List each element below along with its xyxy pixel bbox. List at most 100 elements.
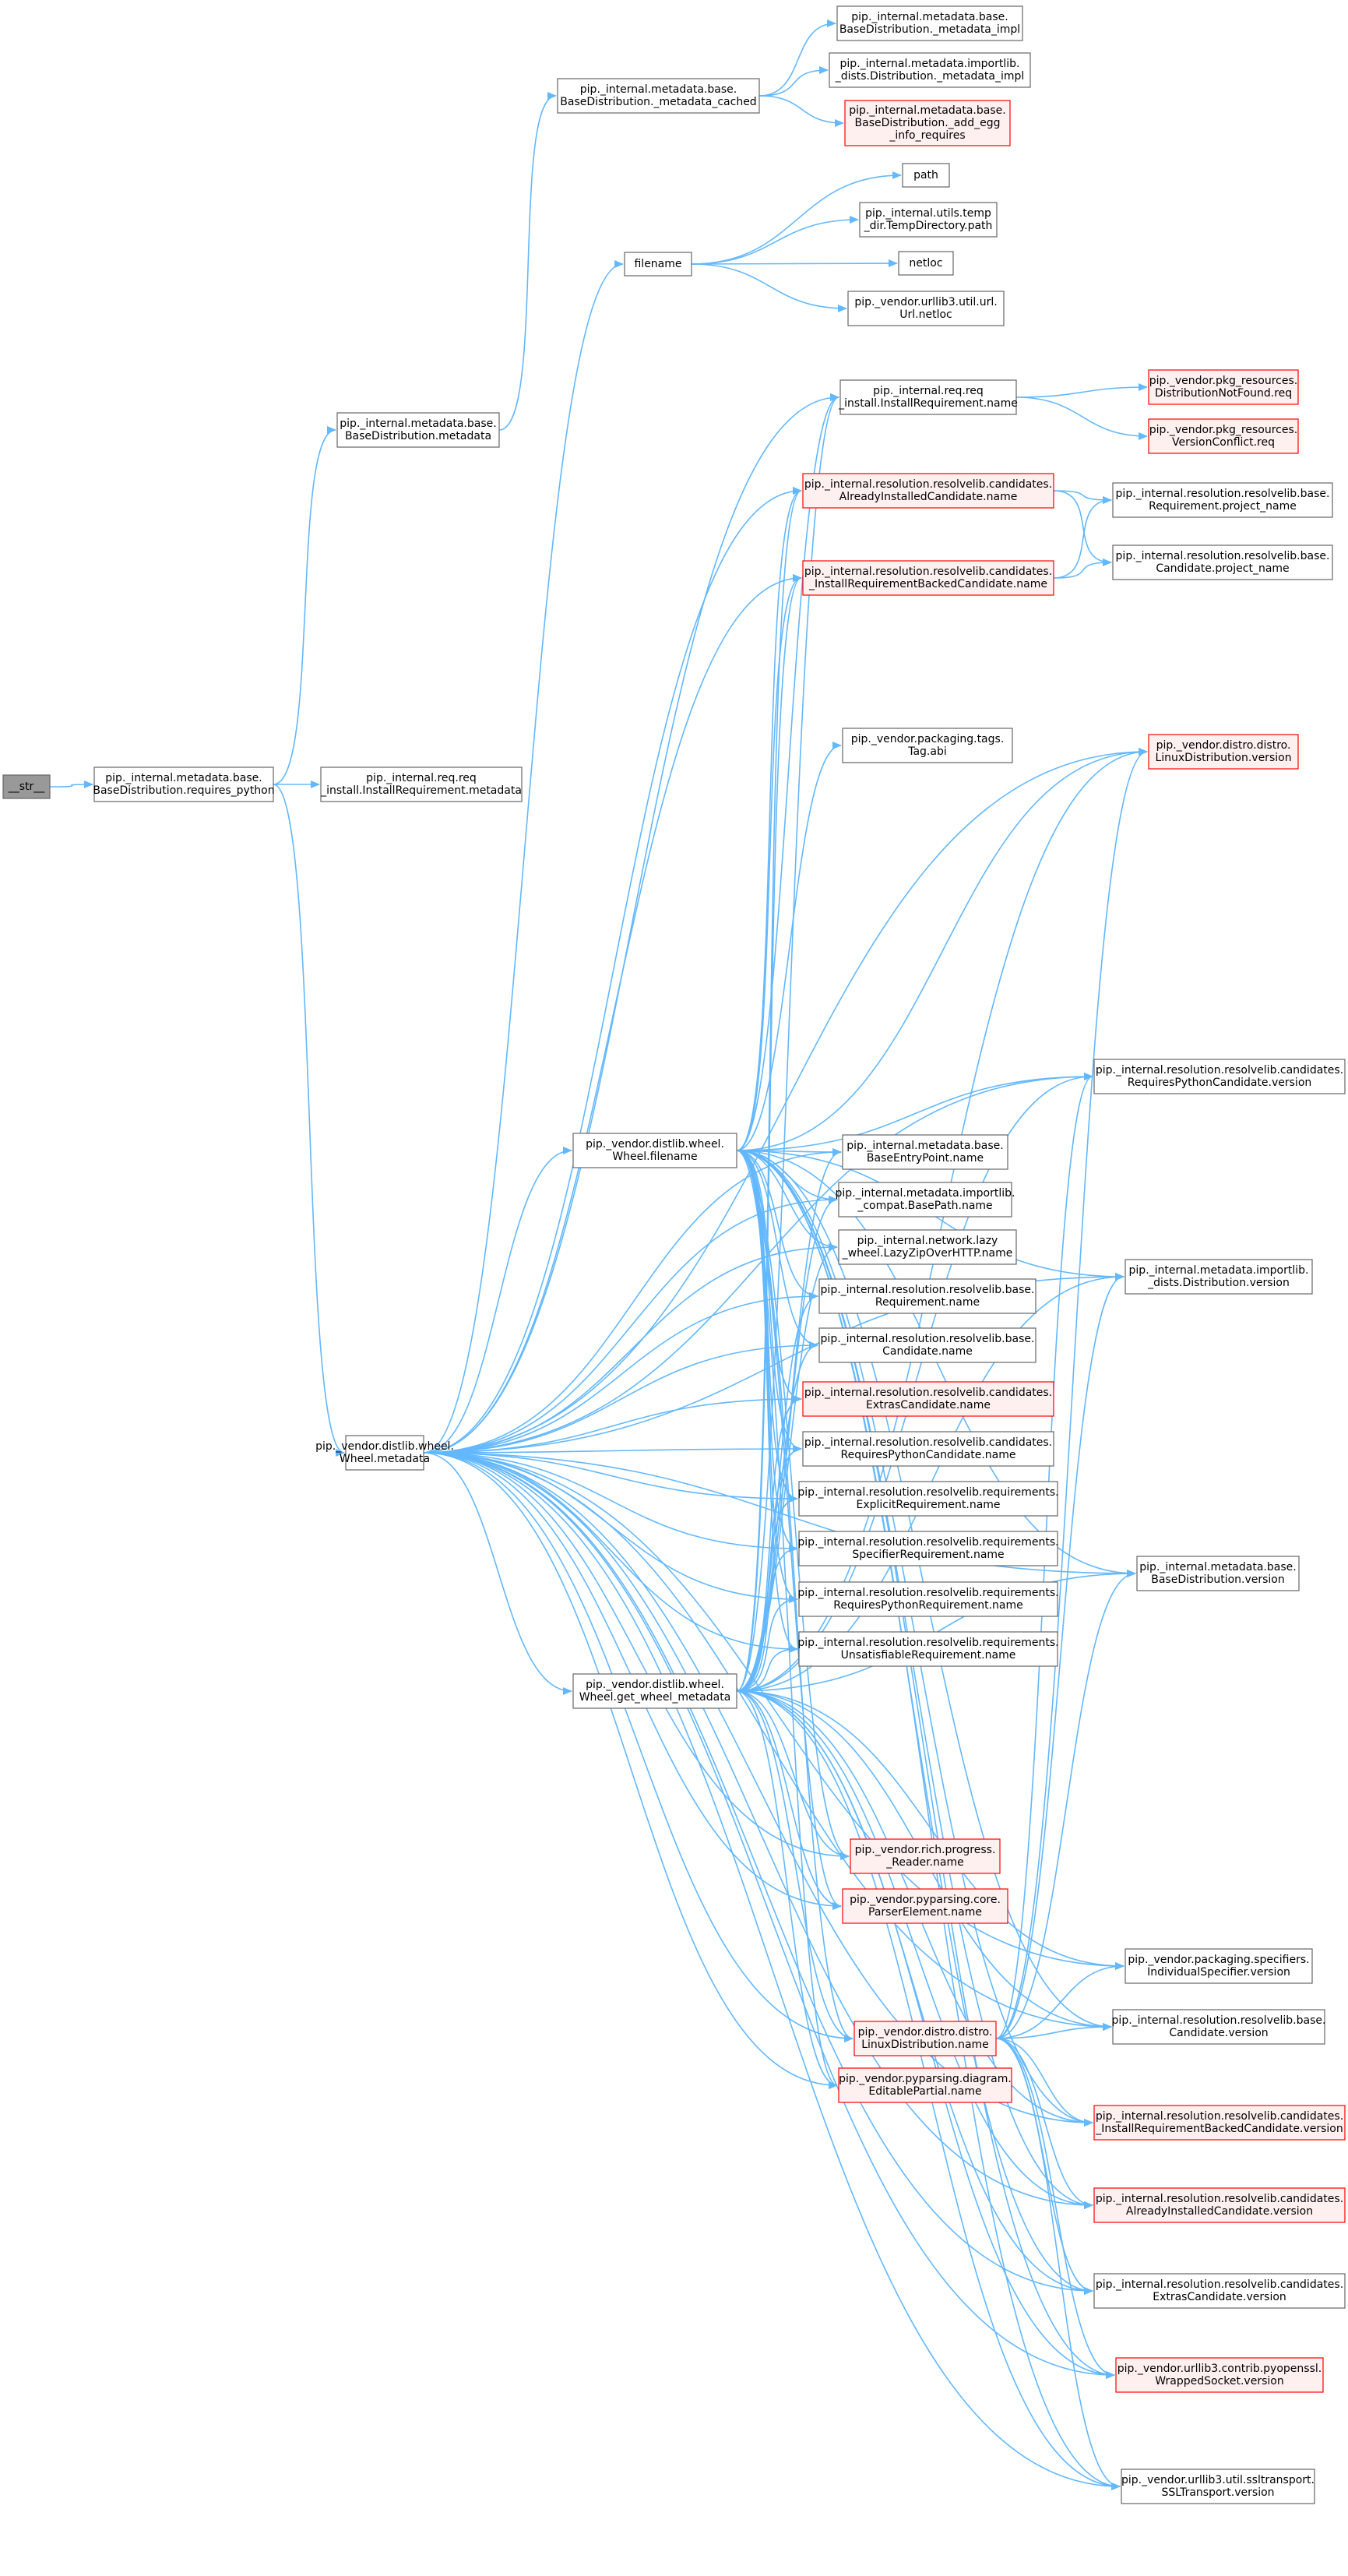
node-label: pip._vendor.packaging.specifiers. [1128,1954,1309,1966]
node-label: _install.InstallRequirement.name [838,397,1018,410]
node-irbc_version[interactable]: pip._internal.resolution.resolvelib.cand… [1093,2105,1346,2141]
node-label: WrappedSocket.version [1155,2375,1283,2387]
node-tag_abi[interactable]: pip._vendor.packaging.tags.Tag.abi [842,728,1013,763]
node-cand_base_name[interactable]: pip._internal.resolution.resolvelib.base… [818,1327,1037,1363]
node-box [572,1673,737,1709]
node-wheel_metadata[interactable]: pip._vendor.distlib.wheel.Wheel.metadata [315,1435,454,1471]
node-version_conflict[interactable]: pip._vendor.pkg_resources.VersionConflic… [1148,418,1299,454]
node-specifier_name[interactable]: pip._internal.resolution.resolvelib.requ… [797,1531,1059,1566]
node-importlib_metadata_impl[interactable]: pip._internal.metadata.importlib._dists.… [829,52,1031,88]
node-rpc_name[interactable]: pip._internal.resolution.resolvelib.cand… [802,1431,1054,1467]
node-filename[interactable]: filename [624,252,692,277]
node-label: pip._vendor.urllib3.util.url. [854,296,997,308]
node-req_metadata[interactable]: pip._internal.req.req_install.InstallReq… [320,766,523,802]
edge-wheel_metadata-to-rpc_name [423,1445,802,1454]
node-label: DistributionNotFound.req [1155,387,1292,400]
node-netloc[interactable]: netloc [898,251,954,276]
node-irbc_name[interactable]: pip._internal.resolution.resolvelib.cand… [802,560,1054,596]
node-label: Candidate.name [882,1345,973,1358]
node-requires_python[interactable]: pip._internal.metadata.base.BaseDistribu… [93,766,275,802]
node-label: SSLTransport.version [1161,2486,1274,2499]
node-label: AlreadyInstalledCandidate.name [839,491,1018,503]
node-basepath_name[interactable]: pip._internal.metadata.importlib._compat… [836,1182,1015,1218]
node-lazy_name[interactable]: pip._internal.network.lazy_wheel.LazyZip… [838,1229,1017,1265]
node-aic_name[interactable]: pip._internal.resolution.resolvelib.cand… [802,473,1054,509]
node-tempdir_path[interactable]: pip._internal.utils.temp_dir.TempDirecto… [859,202,998,238]
edge-get_wheel_metadata-to-extras_cand_name [736,1395,802,1692]
node-extras_version[interactable]: pip._internal.resolution.resolvelib.cand… [1093,2273,1346,2309]
node-cand_project_name[interactable]: pip._internal.resolution.resolvelib.base… [1112,544,1333,580]
node-specifier_version[interactable]: pip._vendor.packaging.specifiers.Individ… [1125,1948,1313,1984]
node-label: pip._vendor.pyparsing.core. [850,1894,1001,1906]
node-box [1112,2009,1325,2045]
node-wrapped_version[interactable]: pip._vendor.urllib3.contrib.pyopenssl.Wr… [1115,2357,1324,2393]
edge-wheel_metadata-to-rich_reader_name [423,1452,850,1860]
edge-wheel_metadata-to-entrypoint_name [423,1148,842,1454]
node-editable_name[interactable]: pip._vendor.pyparsing.diagram.EditablePa… [838,2067,1012,2103]
node-base_metadata[interactable]: pip._internal.metadata.base.BaseDistribu… [336,412,500,448]
node-box [853,2021,997,2056]
node-linux_name[interactable]: pip._vendor.distro.distro.LinuxDistribut… [853,2021,997,2056]
node-unsat_name[interactable]: pip._internal.resolution.resolvelib.requ… [797,1631,1059,1667]
node-box [818,1327,1037,1363]
node-extras_cand_name[interactable]: pip._internal.resolution.resolvelib.cand… [802,1381,1054,1417]
node-root[interactable]: __str__ [2,774,51,799]
node-label: BaseDistribution.requires_python [93,784,274,797]
node-metadata_cached[interactable]: pip._internal.metadata.base.BaseDistribu… [557,78,760,114]
edge-get_wheel_metadata-to-parser_name [736,1690,842,1910]
node-url_netloc[interactable]: pip._vendor.urllib3.util.url.Url.netloc [847,291,1005,326]
edge-linux_name-to-cand_version [995,2023,1112,2039]
node-parser_name[interactable]: pip._vendor.pyparsing.core.ParserElement… [842,1888,1008,1924]
node-rpr_name[interactable]: pip._internal.resolution.resolvelib.requ… [797,1581,1059,1617]
node-box [1125,1259,1313,1295]
node-cand_version[interactable]: pip._internal.resolution.resolvelib.base… [1112,2009,1326,2045]
node-linux_version[interactable]: pip._vendor.distro.distro.LinuxDistribut… [1148,734,1299,770]
edge-get_wheel_metadata-to-irbc_name [736,574,802,1692]
node-installreq_name[interactable]: pip._internal.req.req_install.InstallReq… [838,379,1018,415]
node-importlib_version[interactable]: pip._internal.metadata.importlib._dists.… [1125,1259,1313,1295]
edge-wheel_filename-to-linux_name [736,1150,853,2042]
node-rpc_version[interactable]: pip._internal.resolution.resolvelib.cand… [1093,1059,1346,1094]
node-explicit_name[interactable]: pip._internal.resolution.resolvelib.requ… [797,1481,1059,1517]
node-label: pip._vendor.urllib3.util.ssltransport. [1121,2474,1315,2486]
node-box [1093,1059,1346,1094]
edge-wheel_metadata-to-wrapped_version [423,1452,1115,2379]
node-box [1115,2357,1324,2393]
edge-linux_name-to-aic_version [995,2038,1093,2209]
node-label: pip._vendor.distro.distro. [858,2026,993,2039]
node-label: pip._vendor.distlib.wheel. [315,1440,454,1453]
node-req_project_name[interactable]: pip._internal.resolution.resolvelib.base… [1112,482,1333,518]
node-box [798,1531,1058,1566]
node-entrypoint_name[interactable]: pip._internal.metadata.base.BaseEntryPoi… [842,1134,1008,1170]
node-box [1148,734,1299,770]
node-get_wheel_metadata[interactable]: pip._vendor.distlib.wheel.Wheel.get_whee… [572,1673,737,1709]
node-wheel_filename[interactable]: pip._vendor.distlib.wheel.Wheel.filename [572,1133,737,1168]
node-metadata_impl[interactable]: pip._internal.metadata.base.BaseDistribu… [836,5,1023,41]
edge-aic_name-to-cand_project_name [1053,490,1112,566]
node-label: _InstallRequirementBackedCandidate.name [808,578,1047,590]
edge-wheel_metadata-to-specifier_name [423,1452,798,1552]
node-req_base_name[interactable]: pip._internal.resolution.resolvelib.base… [818,1278,1037,1314]
node-label: BaseDistribution._metadata_impl [839,23,1020,36]
node-aic_version[interactable]: pip._internal.resolution.resolvelib.cand… [1093,2187,1346,2223]
node-path[interactable]: path [902,163,950,188]
node-label: UnsatisfiableRequirement.name [841,1649,1016,1662]
edge-filename-to-url_netloc [691,263,847,312]
node-rich_reader_name[interactable]: pip._vendor.rich.progress._Reader.name [850,1838,1001,1874]
node-label: pip._internal.metadata.base. [846,1140,1003,1152]
node-label: pip._internal.utils.temp [865,207,991,220]
edge-requires_python-to-wheel_metadata [273,784,345,1457]
node-base_dist_version[interactable]: pip._internal.metadata.base.BaseDistribu… [1136,1556,1300,1591]
node-add_egg_info[interactable]: pip._internal.metadata.base.BaseDistribu… [844,100,1011,146]
edge-get_wheel_metadata-to-linux_name [736,1690,853,2042]
node-label: Candidate.version [1169,2027,1268,2039]
edge-wheel_filename-to-rpc_name [736,1150,802,1453]
node-dist_not_found[interactable]: pip._vendor.pkg_resources.DistributionNo… [1148,369,1299,405]
node-label: __str__ [8,781,46,793]
node-label: path [913,169,938,181]
edge-wheel_metadata-to-linux_name [423,1452,853,2042]
edge-get_wheel_metadata-to-editable_name [736,1690,838,2089]
edge-wheel_filename-to-ssl_version [736,1150,1121,2490]
node-ssl_version[interactable]: pip._vendor.urllib3.util.ssltransport.SS… [1121,2469,1315,2504]
